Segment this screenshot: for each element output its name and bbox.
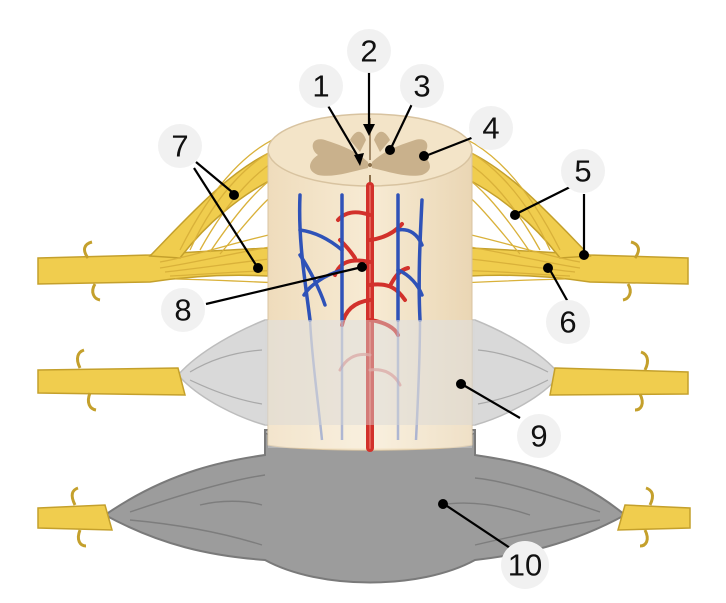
callout-3: 3: [400, 64, 444, 108]
callout-4: 4: [469, 106, 513, 150]
callout-5: 5: [561, 149, 605, 193]
leader-lines: [193, 70, 589, 549]
callout-1: 1: [299, 64, 343, 108]
callout-9-label: 9: [530, 419, 547, 454]
callout-3-label: 3: [413, 69, 430, 104]
callout-4-label: 4: [482, 111, 499, 146]
callout-5-label: 5: [574, 154, 591, 189]
callout-7: 7: [158, 124, 202, 168]
callout-10: 10: [501, 541, 549, 589]
spinal-cord: [267, 113, 473, 452]
arachnoid-overlay: [265, 320, 475, 425]
callout-2: 2: [347, 29, 391, 73]
callout-1-label: 1: [312, 69, 329, 104]
callout-10-label: 10: [508, 548, 542, 583]
spinal-veins-faded: [308, 319, 422, 441]
spinal-nerve-roots: [37, 129, 689, 302]
callout-9: 9: [517, 414, 561, 458]
callout-2-label: 2: [360, 34, 377, 69]
callout-6-label: 6: [559, 305, 576, 340]
callout-8: 8: [161, 288, 205, 332]
spinal-veins: [297, 193, 424, 322]
callout-7-label: 7: [171, 129, 188, 164]
callout-6: 6: [546, 300, 590, 344]
callout-8-label: 8: [174, 293, 191, 328]
